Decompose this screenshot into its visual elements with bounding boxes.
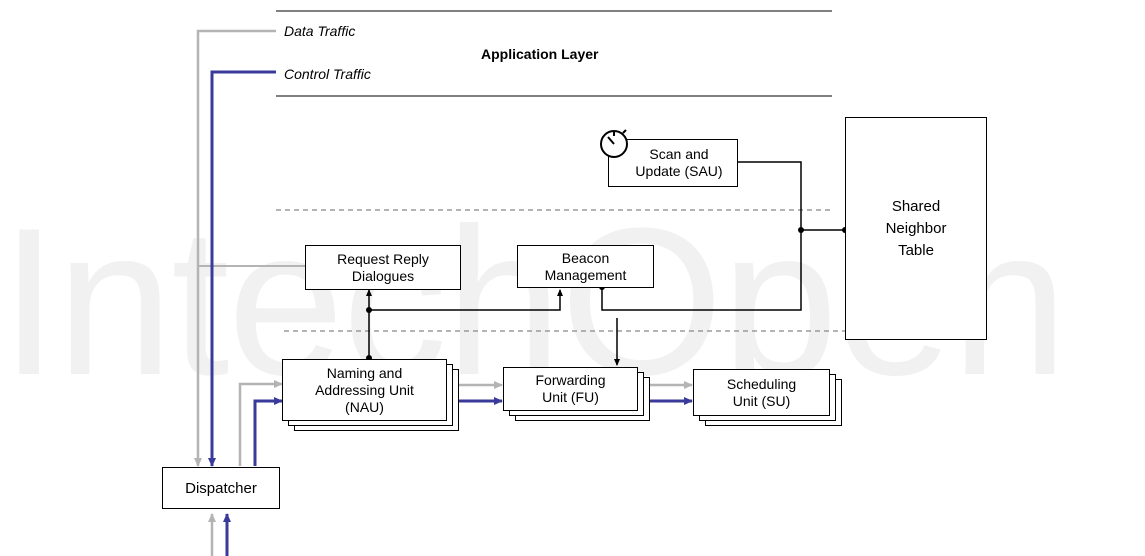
data-traffic-label: Data Traffic <box>284 23 356 39</box>
beacon-management-box: Beacon Management <box>517 245 654 288</box>
scan-to-table <box>738 161 845 231</box>
su-label: Scheduling Unit (SU) <box>726 375 797 409</box>
scan-update-label: Scan and Update (SAU) <box>635 146 723 179</box>
fu-label: Forwarding Unit (FU) <box>535 372 606 405</box>
nau-box: Naming and Addressing Unit (NAU) <box>282 359 447 421</box>
beacon-management-label: Beacon Management <box>544 249 627 283</box>
dispatcher-box: Dispatcher <box>162 467 280 509</box>
nau-to-beacon <box>369 289 563 311</box>
junction-table <box>798 227 804 233</box>
application-layer-title: Application Layer <box>481 46 599 62</box>
shared-neighbor-table-label: Shared Neighbor Table <box>885 197 947 259</box>
scan-update-box: Scan and Update (SAU) <box>608 139 738 187</box>
data-traffic-legend-line <box>194 29 276 467</box>
control-traffic-legend-line <box>208 70 276 467</box>
junction-request-reply <box>366 307 372 313</box>
dispatcher-to-nau-gray <box>238 380 283 466</box>
request-reply-label: Request Reply Dialogues <box>337 250 429 284</box>
dispatcher-label: Dispatcher <box>185 479 257 497</box>
timer-icon <box>600 129 628 158</box>
dispatcher-to-nau-blue <box>253 397 283 466</box>
shared-neighbor-table-box: Shared Neighbor Table <box>845 117 987 340</box>
su-box: Scheduling Unit (SU) <box>693 369 830 416</box>
request-reply-box: Request Reply Dialogues <box>305 245 461 290</box>
beacon-to-table <box>601 230 802 311</box>
nau-label: Naming and Addressing Unit (NAU) <box>315 364 414 415</box>
fu-box: Forwarding Unit (FU) <box>503 367 638 411</box>
control-traffic-label: Control Traffic <box>284 66 371 82</box>
